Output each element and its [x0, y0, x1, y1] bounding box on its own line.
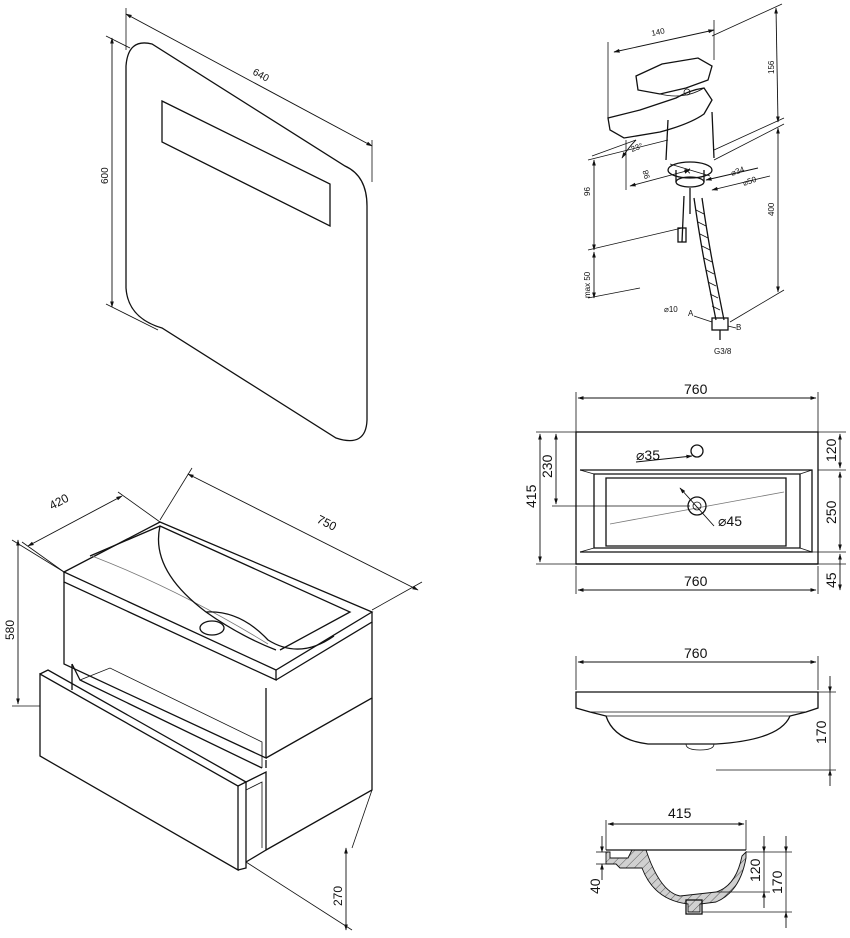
faucet-view: × 140 156 23° 98 ⌀34 ⌀50 — [583, 3, 785, 356]
faucet-base-label: 96 — [583, 187, 592, 196]
sink-top-view: 760 760 415 230 120 250 45 ⌀35 ⌀45 — [523, 381, 846, 594]
sink-side-depth-label: 415 — [668, 805, 692, 821]
sink-bottom-width-label: 760 — [684, 573, 708, 589]
basin-drain — [199, 620, 225, 636]
faucet-thread-label: G3/8 — [714, 347, 732, 356]
sink-tap-offset-label: 230 — [539, 454, 555, 478]
faucet-label-b: B — [736, 323, 741, 332]
sink-side-total-label: 170 — [769, 870, 785, 894]
sink-drain-hole-label: ⌀45 — [718, 513, 742, 529]
sink-front-height-label: 170 — [813, 720, 829, 744]
sink-side-inner-label: 120 — [747, 858, 763, 882]
mirror-height-label: 600 — [100, 167, 111, 184]
faucet-hole-d1-label: ⌀34 — [730, 165, 746, 178]
faucet-max-label: max 50 — [583, 271, 592, 298]
sink-top-width-label: 760 — [684, 381, 708, 397]
faucet-width-label: 140 — [651, 26, 666, 38]
sink-top-outline — [575, 431, 819, 565]
faucet-hole-d2-label: ⌀50 — [742, 175, 758, 188]
faucet-hose-label: 400 — [767, 202, 776, 216]
sink-tap-hole-label: ⌀35 — [636, 447, 660, 463]
cabinet-depth-label: 420 — [47, 491, 72, 513]
faucet-height-label: 156 — [767, 60, 776, 74]
cabinet-height-label: 580 — [3, 620, 17, 640]
sink-side-view: 415 40 120 170 — [587, 805, 792, 928]
faucet-reach-label: 98 — [641, 168, 652, 179]
sink-depth-label: 415 — [523, 484, 539, 508]
faucet-spout — [607, 87, 713, 139]
sink-side-section — [605, 849, 747, 913]
sink-front-outline — [575, 691, 819, 745]
sink-bowl-label: 250 — [823, 500, 839, 524]
faucet-label-a: A — [688, 309, 694, 318]
sink-side-lip-label: 40 — [587, 878, 603, 894]
faucet-pipe-label: ⌀10 — [664, 305, 678, 314]
sink-front-label: 45 — [823, 572, 839, 588]
sink-front-width-label: 760 — [684, 645, 708, 661]
cabinet-view: 420 750 580 270 — [3, 467, 423, 931]
sink-front-view: 760 170 — [575, 645, 836, 786]
mirror-light-strip — [161, 99, 331, 228]
cabinet-width-label: 750 — [315, 512, 339, 534]
cabinet-drawer — [39, 672, 239, 872]
basin-bowl — [157, 525, 277, 651]
sink-rim-label: 120 — [823, 438, 839, 462]
faucet-handle — [635, 57, 713, 95]
sink-tap-hole — [690, 444, 704, 458]
mirror-view: 640 600 — [100, 8, 373, 442]
cabinet-plinth-label: 270 — [331, 886, 345, 906]
basin-top-outline — [62, 521, 374, 671]
